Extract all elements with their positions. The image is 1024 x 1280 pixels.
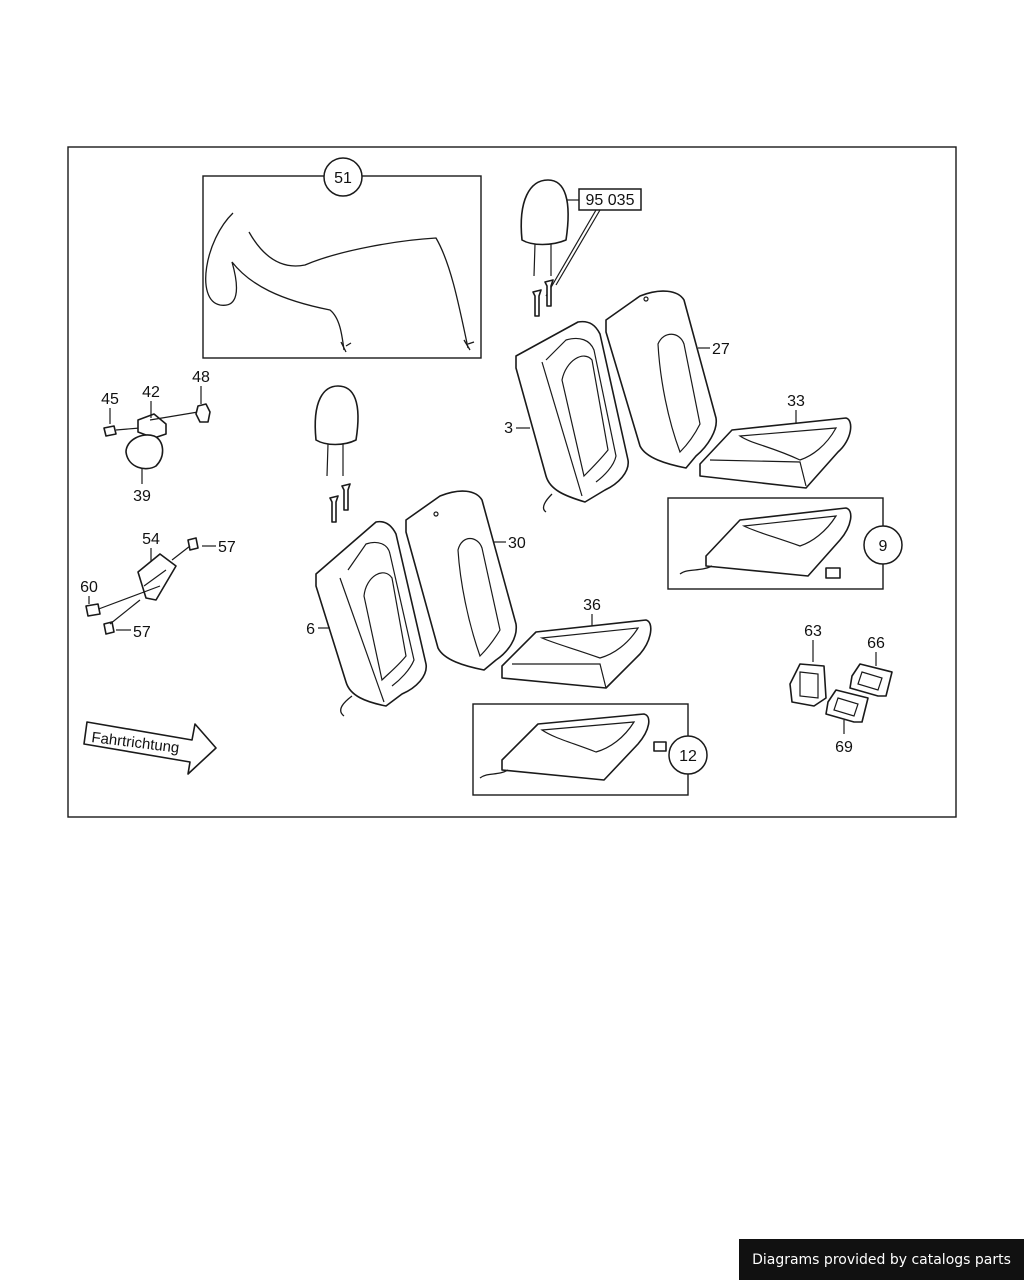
backrest-cover-27 — [605, 290, 718, 469]
switch-63 — [789, 663, 827, 707]
driving-direction-arrow: Fahrtrichtung — [83, 721, 217, 775]
switch-module-assembly — [85, 537, 199, 635]
part-number: 51 — [334, 170, 352, 187]
backrest-cover-30 — [405, 490, 518, 671]
headrest-guides-right — [532, 279, 554, 317]
seat-cushion-box-9 — [667, 497, 884, 590]
headrest-guides-left — [329, 483, 351, 523]
part-number: 63 — [804, 623, 822, 640]
seat-cover-33 — [699, 417, 852, 489]
part-callout-12[interactable]: 12 — [668, 735, 708, 775]
grab-handle-assembly — [103, 403, 211, 470]
part-number: 27 — [712, 341, 730, 358]
part-label-63[interactable]: 63 — [804, 623, 822, 662]
part-label-30[interactable]: 30 — [494, 535, 526, 552]
part-number: 48 — [192, 369, 210, 386]
seat-cushion-box-12 — [472, 703, 689, 796]
part-number: 33 — [787, 393, 805, 410]
part-number: 57 — [133, 624, 151, 641]
part-number: 42 — [142, 384, 160, 401]
switch-66 — [849, 663, 893, 697]
part-label-36[interactable]: 36 — [583, 597, 601, 626]
part-label-95035[interactable]: 95 035 — [545, 188, 642, 297]
part-number: 30 — [508, 535, 526, 552]
part-number: 39 — [133, 488, 151, 505]
credit-banner: Diagrams provided by catalogs parts — [739, 1239, 1024, 1280]
part-label-45[interactable]: 45 — [101, 391, 119, 424]
part-label-39[interactable]: 39 — [133, 468, 151, 505]
part-label-33[interactable]: 33 — [787, 393, 805, 424]
part-label-54[interactable]: 54 — [142, 531, 160, 562]
part-label-48[interactable]: 48 — [192, 369, 210, 404]
headrest-right — [520, 179, 569, 277]
part-label-42[interactable]: 42 — [142, 384, 160, 418]
seat-cover-36 — [501, 619, 652, 689]
part-label-3[interactable]: 3 — [504, 420, 530, 437]
part-number: 45 — [101, 391, 119, 408]
part-number: 95 035 — [586, 192, 635, 209]
part-label-57-lower[interactable]: 57 — [116, 624, 151, 641]
switch-69 — [825, 689, 869, 723]
part-number: 12 — [679, 748, 697, 765]
part-callout-9[interactable]: 9 — [863, 525, 903, 565]
part-callout-51[interactable]: 51 — [323, 157, 363, 197]
diagram-frame — [67, 146, 957, 818]
backrest-3 — [515, 320, 629, 513]
part-number: 3 — [504, 420, 513, 437]
part-number: 54 — [142, 531, 160, 548]
backrest-6 — [315, 520, 427, 717]
part-label-69[interactable]: 69 — [835, 720, 853, 756]
headrest-left — [314, 385, 359, 477]
part-number: 69 — [835, 739, 853, 756]
part-number: 60 — [80, 579, 98, 596]
part-number: 57 — [218, 539, 236, 556]
part-label-60[interactable]: 60 — [80, 579, 98, 604]
part-label-66[interactable]: 66 — [867, 635, 885, 666]
part-number: 9 — [879, 538, 888, 555]
part-number: 66 — [867, 635, 885, 652]
part-label-27[interactable]: 27 — [698, 341, 730, 358]
part-label-57-upper[interactable]: 57 — [202, 539, 236, 556]
part-label-6[interactable]: 6 — [306, 621, 330, 638]
part-number: 36 — [583, 597, 601, 614]
part-number: 6 — [306, 621, 315, 638]
wire-harness-box — [202, 175, 482, 359]
